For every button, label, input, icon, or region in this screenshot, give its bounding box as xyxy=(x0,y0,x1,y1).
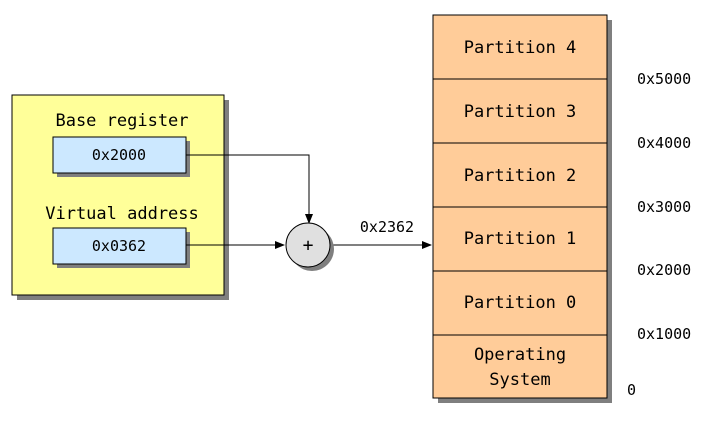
virtual-address-value: 0x0362 xyxy=(92,237,146,255)
partition-4-box xyxy=(432,14,608,80)
partition-0-box xyxy=(432,270,608,336)
address-labels: 0x5000 0x4000 0x3000 0x2000 0x1000 0 xyxy=(627,70,691,399)
plus-icon: + xyxy=(303,235,314,256)
address-0: 0 xyxy=(627,381,636,399)
operating-system-box xyxy=(432,334,608,399)
address-0x3000: 0x3000 xyxy=(637,198,691,216)
address-0x5000: 0x5000 xyxy=(637,70,691,88)
virtual-address-box xyxy=(52,227,187,265)
partition-3-box xyxy=(432,78,608,144)
memory-column: Partition 4 Partition 3 Partition 2 Part… xyxy=(432,14,612,403)
address-0x4000: 0x4000 xyxy=(637,134,691,152)
adder: + xyxy=(285,222,334,271)
base-register-value: 0x2000 xyxy=(92,146,146,164)
base-register-label: Base register xyxy=(55,111,188,131)
partition-1-box xyxy=(432,206,608,272)
connectors: 0x2362 xyxy=(186,154,432,249)
virtual-address-label: Virtual address xyxy=(45,204,199,224)
partition-2-box xyxy=(432,142,608,208)
partition-1-label: Partition 1 xyxy=(464,229,577,249)
register-panel: Base register 0x2000 Virtual address 0x0… xyxy=(11,94,229,300)
physical-address-label: 0x2362 xyxy=(360,218,414,236)
address-0x2000: 0x2000 xyxy=(637,261,691,279)
partition-0-label: Partition 0 xyxy=(464,293,577,313)
base-to-adder-arrow xyxy=(186,154,313,224)
address-0x1000: 0x1000 xyxy=(637,325,691,343)
partition-3-label: Partition 3 xyxy=(464,102,577,122)
adder-circle xyxy=(285,222,331,268)
partition-4-label: Partition 4 xyxy=(464,38,577,58)
partition-2-label: Partition 2 xyxy=(464,166,577,186)
operating-system-label-line2: System xyxy=(489,370,550,390)
operating-system-label-line1: Operating xyxy=(474,345,566,365)
